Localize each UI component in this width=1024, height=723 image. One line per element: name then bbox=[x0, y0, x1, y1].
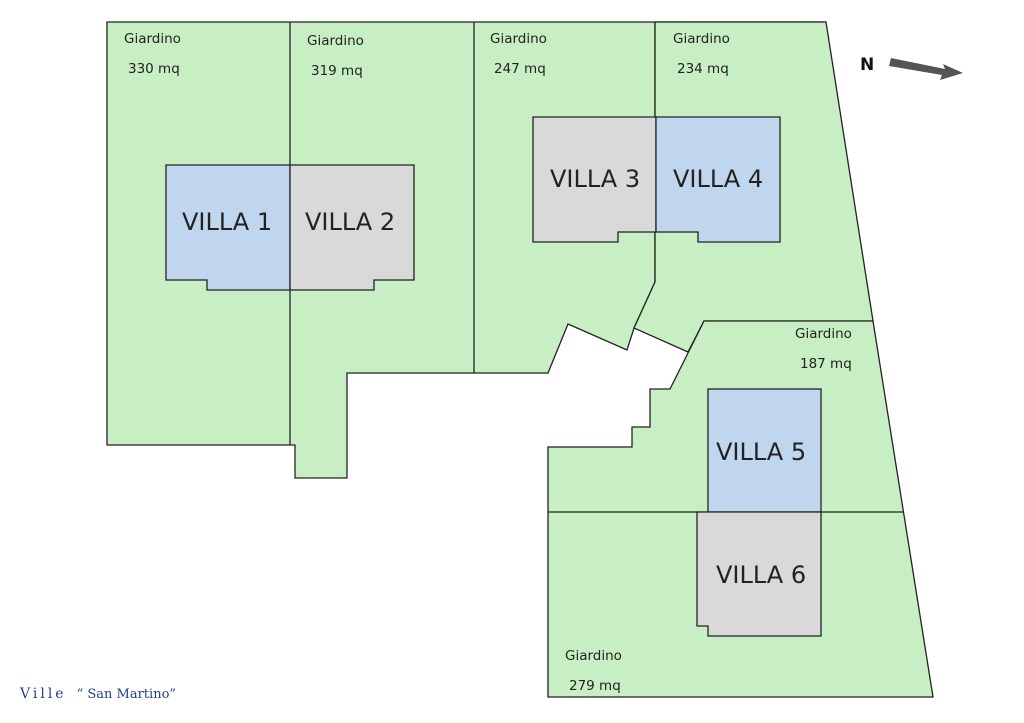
garden-2-area: 319 mq bbox=[311, 63, 363, 79]
arrow-east-icon bbox=[889, 58, 963, 80]
garden-3-area: 247 mq bbox=[494, 61, 546, 77]
garden-5-area: 187 mq bbox=[800, 356, 852, 372]
villa-1-label: VILLA 1 bbox=[182, 208, 272, 236]
garden-5-label: Giardino bbox=[795, 326, 852, 342]
footer-name: “ San Martino” bbox=[77, 687, 176, 702]
garden-6-area: 279 mq bbox=[569, 678, 621, 694]
villa-2-label: VILLA 2 bbox=[305, 208, 395, 236]
garden-6-label: Giardino bbox=[565, 648, 622, 664]
villa-3-label: VILLA 3 bbox=[550, 165, 640, 193]
villa-4-label: VILLA 4 bbox=[673, 165, 763, 193]
footer-title: Ville “ San Martino” bbox=[19, 686, 176, 702]
villa-5-footprint bbox=[707, 388, 822, 513]
footer-prefix: Ville bbox=[19, 686, 67, 702]
villa-5-label: VILLA 5 bbox=[716, 438, 806, 466]
garden-1-label: Giardino bbox=[124, 31, 181, 47]
villa-6-footprint bbox=[696, 511, 822, 637]
villa-2-footprint bbox=[289, 164, 415, 291]
garden-1-area: 330 mq bbox=[128, 61, 180, 77]
north-label: N bbox=[860, 55, 874, 75]
villa-4-footprint bbox=[655, 116, 781, 243]
garden-4-area: 234 mq bbox=[677, 61, 729, 77]
garden-2-label: Giardino bbox=[307, 33, 364, 49]
villa-6-label: VILLA 6 bbox=[716, 561, 806, 589]
garden-4-label: Giardino bbox=[673, 31, 730, 47]
garden-3-label: Giardino bbox=[490, 31, 547, 47]
